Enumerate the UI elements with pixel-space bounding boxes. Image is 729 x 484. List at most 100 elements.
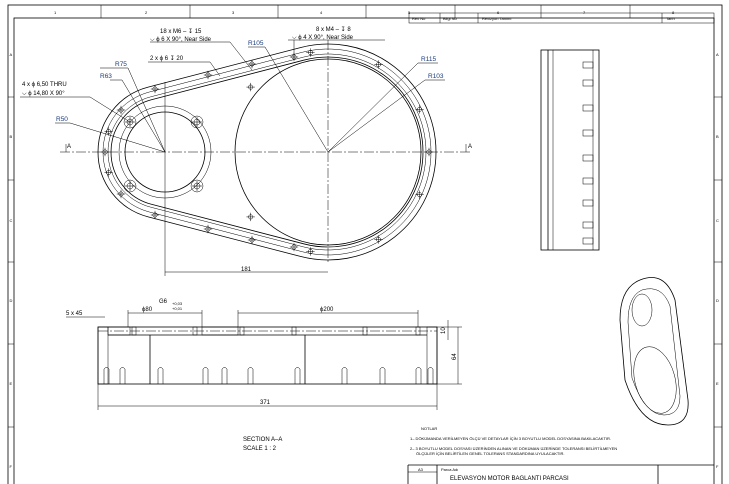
thru-hole-callout-1: 4 x ϕ 6,50 THRU [22, 82, 67, 88]
side-slot [582, 129, 594, 137]
thru-hole-callout-2: ⌵ ϕ 14,80 X 90° [22, 91, 65, 97]
row-label: D [716, 298, 719, 303]
row-label: B [716, 134, 719, 139]
tapped-hole-section [119, 367, 126, 384]
section-view: 5 x 45 ϕ80 G6 +0,03 +0,01 ϕ200 10 64 371… [66, 299, 462, 452]
top-hole-section [131, 326, 137, 336]
top-hole-section [291, 326, 297, 336]
tapped-hole-section [202, 367, 209, 384]
sheet-size: A3 [418, 467, 424, 472]
tapped-hole-section [247, 367, 254, 384]
mount-hole-counterbore [123, 115, 137, 129]
mount-hole-counterbore [190, 115, 204, 129]
row-label: E [10, 381, 13, 386]
row-label: C [10, 218, 13, 223]
dim-371: 371 [260, 400, 271, 406]
outline-ring [102, 48, 432, 256]
note-1: 1– DÖKÜMANDA VERİLMEYEN ÖLÇÜ VE DETAYLAR… [410, 436, 611, 441]
section-mark-right: A [468, 144, 472, 150]
notes-heading: NOTLAR [421, 426, 437, 431]
m6-callout-1: 18 x M6 – ↧ 15 [160, 28, 202, 35]
side-slot [582, 199, 594, 207]
title-block: A3 Parca Adı ELEVASYON MOTOR BAGLANTI PA… [407, 464, 714, 484]
mount-hole-counterbore [123, 179, 137, 193]
row-label: C [716, 218, 719, 223]
section-mark-left: A [67, 144, 71, 150]
revision-table: Rev No Bilgi No Revizyon Tanımı Tarih [408, 12, 715, 24]
description-header: Revizyon Tanımı [482, 16, 512, 21]
row-label: A [716, 52, 719, 57]
part-name: ELEVASYON MOTOR BAGLANTI PARCASI [450, 476, 569, 482]
rev-no-header: Rev No [412, 16, 426, 21]
front-view: 4 x ϕ 6,50 THRU ⌵ ϕ 14,80 X 90° 18 x M6 … [20, 26, 472, 276]
column-label: 7 [583, 10, 586, 15]
drawing-frame: 1 2 3 4 5 6 7 8 A A B B C C D D E E F F [7, 4, 723, 484]
row-label: A [10, 52, 13, 57]
side-slot [582, 61, 594, 69]
row-label: F [716, 464, 719, 469]
note-2-cont: ÖLÇÜLER İÇİN BELİRTİLEN GENEL TOLERANS S… [416, 451, 564, 456]
row-label: F [10, 464, 13, 469]
r105-label: R105 [248, 40, 264, 47]
row-label: E [716, 381, 719, 386]
section-scale: SCALE 1 : 2 [243, 446, 277, 452]
chamfer-label: 5 x 45 [66, 311, 83, 317]
tapped-hole-section [341, 367, 348, 384]
column-label: 6 [497, 10, 500, 15]
tapped-hole-section [157, 367, 164, 384]
column-label: 5 [408, 10, 411, 15]
notes: NOTLAR 1– DÖKÜMANDA VERİLMEYEN ÖLÇÜ VE D… [410, 426, 617, 456]
d80-label: ϕ80 [142, 307, 153, 313]
tolerance-upper: +0,03 [172, 301, 183, 306]
m6-callout-2: ⌵ ϕ 6 X 90°, Near Side [150, 37, 212, 43]
top-hole-section [192, 326, 198, 336]
note-2: 2– 3 BOYUTLU MODEL DOSYASI ÜZERİNDEN ALI… [410, 446, 617, 451]
column-label: 3 [232, 10, 235, 15]
side-slot [582, 79, 594, 87]
side-slot [582, 177, 594, 185]
side-slot [582, 104, 594, 112]
tapped-hole-section [103, 367, 110, 384]
row-label: D [10, 298, 13, 303]
column-label: 2 [145, 10, 148, 15]
tapped-hole-section [294, 367, 301, 384]
date-header: Tarih [666, 16, 675, 21]
outline-ring [107, 53, 427, 251]
tapped-hole-section [427, 367, 434, 384]
tolerance-lower: +0,01 [172, 306, 183, 311]
part-name-label: Parca Adı [441, 467, 458, 472]
side-slot [582, 237, 594, 245]
row-label: B [10, 134, 13, 139]
m4-callout-1: 8 x M4 – ↧ 8 [316, 26, 351, 33]
side-view [540, 49, 600, 251]
r115-label: R115 [421, 56, 436, 63]
top-hole-section [362, 326, 368, 336]
r63-label: R63 [100, 73, 112, 80]
outline-ring [110, 56, 424, 248]
isometric-view [619, 277, 689, 426]
r103-label: R103 [428, 73, 444, 80]
column-label: 1 [54, 10, 57, 15]
dim-10: 10 [441, 327, 447, 334]
pin-callout: 2 x ϕ 6 ↧ 20 [150, 55, 184, 62]
outline-ring [97, 43, 437, 261]
tapped-hole-section [379, 367, 386, 384]
r50-label: R50 [56, 116, 68, 123]
g6-label: G6 [159, 299, 168, 305]
r75-label: R75 [115, 61, 127, 68]
tapped-hole-section [415, 367, 422, 384]
mount-hole-counterbore [190, 179, 204, 193]
dim-64: 64 [452, 353, 458, 360]
top-hole-section [239, 326, 245, 336]
column-label: 4 [320, 10, 323, 15]
column-label: 8 [672, 10, 675, 15]
tapped-hole-section [221, 367, 228, 384]
side-slot [582, 154, 594, 162]
side-slot [582, 221, 594, 229]
m4-callout-2: ⌵ ϕ 4 X 90°, Near Side [292, 35, 354, 41]
d200-label: ϕ200 [320, 307, 334, 313]
dim-181: 181 [241, 267, 252, 273]
info-no-header: Bilgi No [443, 16, 458, 21]
part-outline [97, 43, 437, 261]
